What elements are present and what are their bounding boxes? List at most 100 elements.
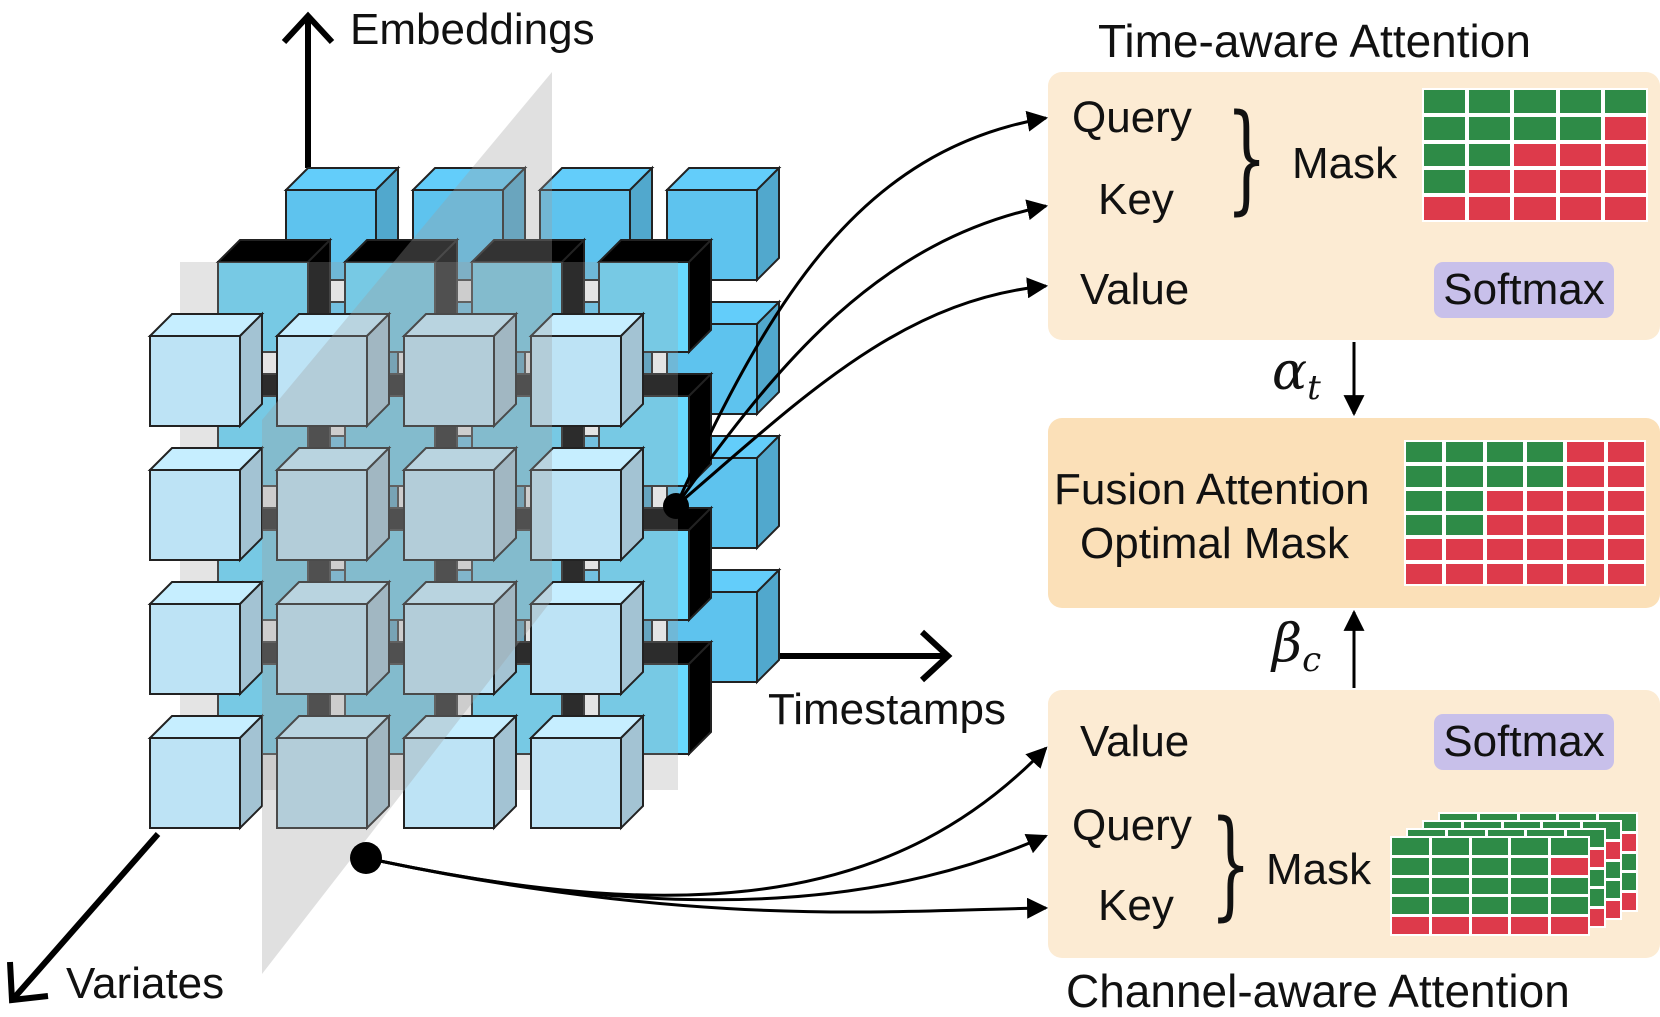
mask-cell xyxy=(1392,838,1429,855)
mask-cell xyxy=(1567,490,1604,511)
mask-cell xyxy=(1446,563,1483,584)
mask-cell xyxy=(1559,143,1601,167)
front-cube xyxy=(401,713,519,831)
time-connection-arrow xyxy=(675,277,1049,508)
fusion-line2: Optimal Mask xyxy=(1080,519,1349,568)
mask-cell xyxy=(1551,877,1588,895)
mask-cell xyxy=(1559,116,1601,140)
channel-softmax-box: Softmax xyxy=(1434,714,1614,770)
mask-cell xyxy=(1469,143,1511,167)
mask-cell xyxy=(1511,857,1549,875)
front-cube xyxy=(147,579,265,697)
front-cube xyxy=(401,311,519,429)
mask-cell xyxy=(1511,838,1549,855)
mask-cell xyxy=(1471,917,1509,934)
mask-cell xyxy=(1446,466,1483,487)
mask-cell xyxy=(1514,143,1556,167)
mask-cell xyxy=(1392,857,1429,875)
mask-cell xyxy=(1424,143,1466,167)
alpha-subscript: t xyxy=(1307,368,1321,408)
time-connection-arrow xyxy=(674,110,1049,507)
mask-cell xyxy=(1607,515,1644,536)
mask-cell xyxy=(1551,857,1588,875)
mask-cell xyxy=(1567,466,1604,487)
channel-attention-title: Channel-aware Attention xyxy=(1066,965,1570,1017)
mask-cell xyxy=(1526,490,1564,511)
mask-cell xyxy=(1486,466,1523,487)
mask-cell xyxy=(1424,170,1466,194)
front-cube xyxy=(274,445,392,563)
front-cube xyxy=(274,579,392,697)
mask-cell xyxy=(1431,857,1469,875)
time-query-label: Query xyxy=(1072,93,1192,142)
mask-cell xyxy=(1607,490,1644,511)
alpha-symbol: α xyxy=(1272,342,1308,402)
channel-mask-layer xyxy=(1390,836,1590,936)
front-cube xyxy=(528,311,646,429)
mask-cell xyxy=(1559,90,1601,113)
beta-subscript: c xyxy=(1302,640,1322,680)
mask-cell xyxy=(1559,170,1601,194)
mask-cell xyxy=(1469,116,1511,140)
mask-cell xyxy=(1406,442,1443,463)
mask-cell xyxy=(1486,442,1523,463)
mask-cell xyxy=(1526,466,1564,487)
time-softmax-box: Softmax xyxy=(1434,262,1614,318)
mask-cell xyxy=(1604,143,1646,167)
mask-cell xyxy=(1526,539,1564,560)
mask-cell xyxy=(1469,170,1511,194)
mask-cell xyxy=(1604,197,1646,220)
mask-cell xyxy=(1471,838,1509,855)
timestamps-axis-label: Timestamps xyxy=(768,685,1006,734)
variate-slice-plane xyxy=(262,72,552,974)
mask-cell xyxy=(1446,490,1483,511)
mask-cell xyxy=(1406,466,1443,487)
mask-cell xyxy=(1486,563,1523,584)
beta-symbol: β xyxy=(1272,614,1303,674)
mask-cell xyxy=(1567,539,1604,560)
mask-cell xyxy=(1406,515,1443,536)
mask-cell xyxy=(1607,466,1644,487)
mask-cell xyxy=(1511,877,1549,895)
mask-cell xyxy=(1604,90,1646,113)
fusion-line1: Fusion Attention xyxy=(1054,465,1370,514)
time-brace-icon: } xyxy=(1226,88,1268,226)
mask-cell xyxy=(1567,442,1604,463)
mask-cell xyxy=(1424,116,1466,140)
mask-cell xyxy=(1406,539,1443,560)
mask-cell xyxy=(1406,490,1443,511)
mask-cell xyxy=(1526,563,1564,584)
mask-cell xyxy=(1469,197,1511,220)
channel-connection-arrow xyxy=(365,833,1048,902)
time-mask-grid xyxy=(1422,88,1648,222)
mask-cell xyxy=(1607,563,1644,584)
mask-cell xyxy=(1431,877,1469,895)
mask-cell xyxy=(1424,197,1466,220)
embeddings-axis-label: Embeddings xyxy=(350,5,595,54)
mask-cell xyxy=(1392,877,1429,895)
mask-cell xyxy=(1551,838,1588,855)
front-cube xyxy=(528,713,646,831)
mask-cell xyxy=(1486,539,1523,560)
front-cube xyxy=(401,579,519,697)
mask-cell xyxy=(1471,877,1509,895)
mask-cell xyxy=(1551,917,1588,934)
channel-key-label: Key xyxy=(1098,881,1174,930)
front-cube xyxy=(274,713,392,831)
mask-cell xyxy=(1392,917,1429,934)
alpha-t-symbol: αt xyxy=(1272,346,1321,405)
time-mask-label: Mask xyxy=(1292,139,1398,188)
mask-cell xyxy=(1486,490,1523,511)
embeddings-arrowhead-icon xyxy=(281,11,335,45)
mask-cell xyxy=(1526,515,1564,536)
channel-mask-stack xyxy=(1390,812,1652,936)
mask-cell xyxy=(1514,116,1556,140)
fusion-mask-grid xyxy=(1404,440,1646,586)
mask-cell xyxy=(1511,917,1549,934)
time-key-label: Key xyxy=(1098,175,1174,224)
mask-cell xyxy=(1424,90,1466,113)
mask-cell xyxy=(1446,442,1483,463)
mask-cell xyxy=(1471,857,1509,875)
front-cube xyxy=(147,713,265,831)
mask-cell xyxy=(1392,897,1429,915)
